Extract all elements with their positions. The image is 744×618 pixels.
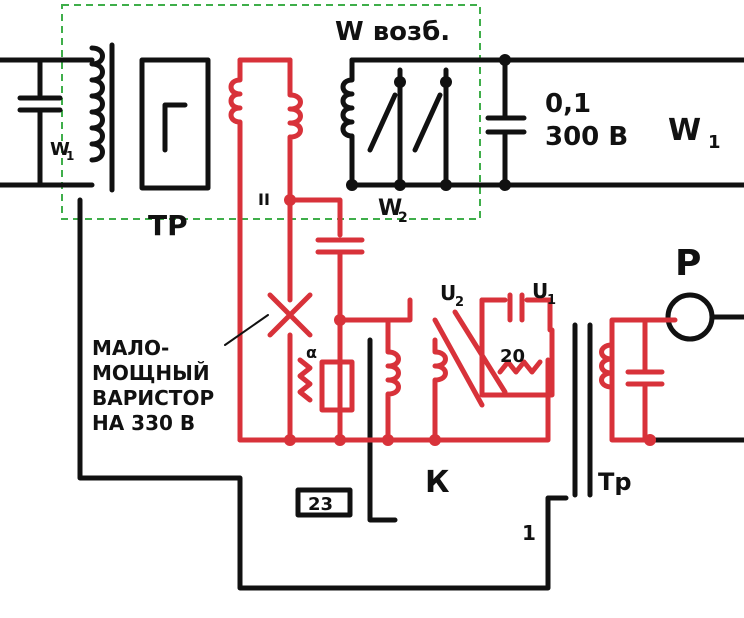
- red-coil-mid: [385, 317, 401, 443]
- dashed-enclosure: [61, 4, 481, 220]
- w1-right-label: W: [668, 113, 701, 148]
- u1-label: U: [532, 279, 548, 303]
- red-node-7: [644, 434, 656, 446]
- red-node-3: [382, 434, 394, 446]
- w2-node-4: [499, 179, 511, 191]
- red-cap-plates: [315, 237, 365, 255]
- w2-sub: 2: [398, 210, 408, 226]
- w-vozb-label: W возб.: [335, 17, 450, 47]
- w2-node-3: [440, 179, 452, 191]
- wvozb-bridge: [287, 197, 343, 238]
- node-23-bracket: [295, 487, 353, 518]
- u1-sub: 1: [547, 293, 556, 308]
- w2-node-1: [346, 179, 358, 191]
- red-lc-cap: [625, 317, 665, 443]
- varistor-line-3: ВАРИСТОР: [92, 386, 214, 410]
- alpha-zigzag: [297, 357, 313, 403]
- red-node-2: [334, 434, 346, 446]
- w1-left-label: W: [50, 139, 70, 160]
- transformer-tr-core: [572, 322, 593, 498]
- node-1-label: 1: [522, 521, 536, 545]
- red-node-4: [429, 434, 441, 446]
- ii-label: II: [258, 190, 270, 209]
- w2-coils: [340, 57, 449, 188]
- red-node-1: [284, 434, 296, 446]
- relay-gamma-symbol: [162, 102, 188, 153]
- varistor-line-2: МОЩНЫЙ: [92, 361, 210, 385]
- w2-node-7: [499, 54, 511, 66]
- alpha-label: α: [306, 343, 317, 362]
- p-label: Р: [675, 243, 701, 284]
- w1-left-coil: [89, 45, 105, 163]
- red-coil-k: [432, 337, 448, 443]
- varistor-line-4: НА 330 В: [92, 411, 195, 435]
- u-capacitors: [479, 292, 553, 333]
- red-wire-u: [337, 297, 413, 323]
- wvozb-coil-right: [287, 57, 303, 303]
- w2-contacts: [367, 92, 443, 153]
- red-node-5: [284, 194, 296, 206]
- left-wire-bottom: [0, 109, 43, 188]
- k-label: К: [425, 465, 450, 500]
- tr-bottom-label: Тр: [598, 468, 632, 496]
- relay-p-circle: [665, 292, 715, 342]
- relay-box: [139, 57, 211, 191]
- wvozb-coil-left: [228, 57, 243, 443]
- w2-node-6: [440, 76, 452, 88]
- cap-01-plates: [485, 115, 527, 135]
- red-node-6: [334, 314, 346, 326]
- k-contact-wire: [367, 337, 398, 523]
- u2-sub: 2: [455, 295, 464, 310]
- w1-left-secondary: [77, 197, 569, 591]
- varistor-symbol: [267, 292, 313, 443]
- r20-label: 20: [500, 346, 525, 367]
- w2-node-2: [394, 179, 406, 191]
- tr-top-label: ТР: [148, 209, 188, 242]
- w1-right-sub: 1: [708, 132, 721, 153]
- w1-left-sub: 1: [66, 149, 74, 163]
- node-23-label: 23: [308, 494, 333, 515]
- varistor-line-1: МАЛО-: [92, 336, 169, 360]
- w2-label: W: [378, 196, 402, 221]
- r20-zigzag: [497, 359, 543, 375]
- u2-label: U: [440, 281, 456, 305]
- left-wire-top: [0, 57, 43, 98]
- w2-node-5: [394, 76, 406, 88]
- cap-value-label: 0,1: [545, 89, 591, 119]
- u-resistor-loop: [479, 297, 555, 398]
- varistor-leader: [224, 314, 269, 346]
- red-lc-coil: [599, 342, 615, 390]
- cap-voltage-label: 300 В: [545, 122, 628, 152]
- alpha-element: [319, 359, 355, 413]
- w1-left-leads: [37, 57, 95, 188]
